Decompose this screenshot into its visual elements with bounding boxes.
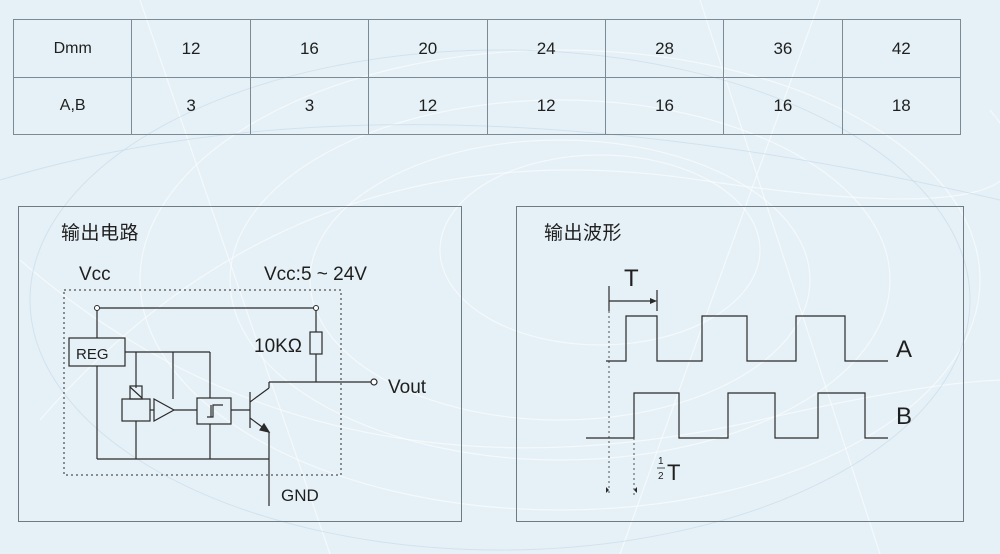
table-cell: 16 [604, 77, 725, 135]
hall-sensor [121, 398, 151, 422]
table-cell: 18 [841, 77, 962, 135]
channel-a-label: A [896, 336, 912, 363]
output-circuit-panel [18, 206, 462, 522]
table-cell: 12 [368, 77, 488, 135]
half-fraction-denominator: 2 [658, 471, 664, 482]
vcc-range-label: Vcc:5 ~ 24V [264, 264, 367, 285]
row-label: Dmm [12, 19, 133, 78]
table-cell: 3 [249, 77, 370, 135]
vout-terminal [370, 378, 378, 386]
table-row: A,B 3 3 12 12 16 16 18 [12, 77, 962, 135]
table-cell: 12 [486, 77, 606, 135]
table-cell: 28 [604, 19, 725, 78]
table-cell: 42 [841, 19, 962, 78]
table-cell: 36 [723, 19, 843, 78]
amplifier [153, 397, 176, 423]
channel-b-label: B [896, 403, 912, 430]
reg-label: REG [76, 346, 109, 363]
output-waveform-panel [516, 206, 964, 522]
half-fraction-numerator: 1 [658, 456, 664, 467]
half-period-label: T [667, 460, 680, 485]
vout-label: Vout [388, 377, 427, 398]
resistor-label: 10KΩ [254, 336, 302, 357]
table-cell: 16 [723, 77, 843, 135]
table-cell: 20 [368, 19, 488, 78]
pullup-resistor [309, 331, 323, 355]
waveform-a [606, 315, 888, 362]
waveform-title: 输出波形 [544, 223, 623, 244]
schmitt-trigger [196, 397, 232, 425]
circuit-diagram: Vcc Vcc:5 ~ 24V 10KΩ REG Vout GND [63, 264, 427, 506]
circuit-title: 输出电路 [61, 223, 140, 244]
table-row: Dmm 12 16 20 24 28 36 42 [12, 19, 962, 78]
table-cell: 24 [486, 19, 606, 78]
vcc-label: Vcc [79, 264, 111, 285]
table-cell: 3 [131, 77, 251, 135]
dimension-table: Dmm 12 16 20 24 28 36 42 A,B 3 3 12 12 1… [12, 19, 962, 135]
circuit-enclosure [63, 289, 342, 476]
waveform-b [586, 392, 888, 439]
period-label: T [624, 265, 639, 292]
table-cell: 16 [249, 19, 370, 78]
row-label: A,B [12, 77, 133, 135]
gnd-label: GND [281, 486, 319, 505]
table-cell: 12 [131, 19, 251, 78]
waveform-diagram: T A B 1 2 T [586, 265, 912, 496]
